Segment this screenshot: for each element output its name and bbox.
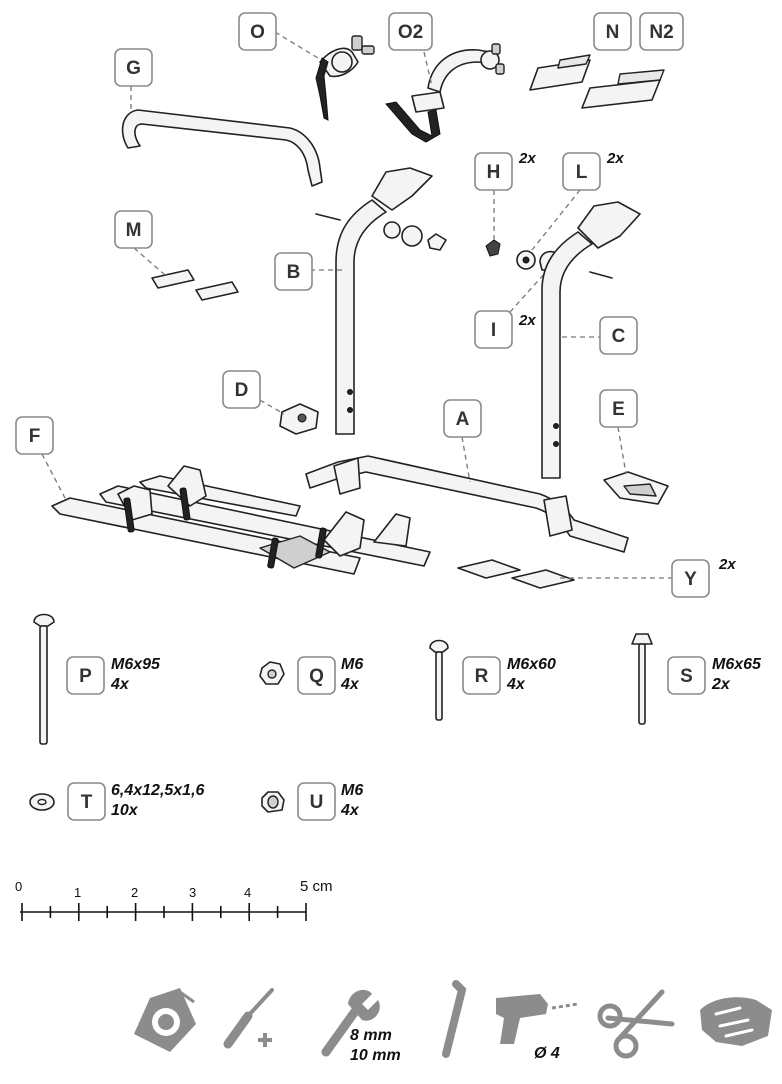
scale-tick-label-3: 3 [189,885,196,900]
wrench-icon: 8 mm 10 mm [321,989,401,1064]
label-u: U M6 4x [297,782,363,821]
svg-text:6,4x12,5x1,6: 6,4x12,5x1,6 [111,782,205,799]
svg-text:M6: M6 [341,782,363,799]
scale-bar: 0 1 2 3 4 5 cm [15,878,333,921]
label-t: T 6,4x12,5x1,6 10x [67,782,205,821]
label-d: D [222,370,261,409]
svg-text:M: M [126,220,142,241]
svg-text:L: L [576,162,588,183]
part-h [485,190,501,257]
svg-text:S: S [680,666,693,687]
svg-text:4x: 4x [340,802,360,819]
part-f [41,453,431,575]
part-m [133,247,239,301]
part-a [305,436,629,553]
svg-text:U: U [310,792,324,813]
wrench-size-10: 10 mm [350,1047,401,1064]
svg-text:R: R [475,666,489,687]
drill-bit-size: Ø 4 [534,1045,560,1062]
drill-icon: Ø 4 [496,994,579,1062]
label-i: I 2x [474,310,536,349]
svg-text:P: P [79,666,92,687]
label-p: P M6x95 4x [66,656,161,695]
label-o: O [238,12,277,51]
label-g: G [114,48,153,87]
nut-q [259,661,285,685]
label-y: Y 2x [671,556,736,598]
bolt-s [631,633,653,725]
part-c [541,201,641,479]
svg-text:O: O [250,22,265,43]
svg-text:2x: 2x [718,556,736,573]
svg-text:N2: N2 [649,22,673,43]
scale-tick-label-1: 1 [74,885,81,900]
part-e [603,426,669,505]
label-f: F [15,416,54,455]
svg-text:I: I [491,320,496,341]
svg-text:A: A [456,409,470,430]
svg-text:M6x60: M6x60 [507,656,556,673]
svg-text:B: B [287,262,301,283]
part-d [259,399,319,435]
svg-text:O2: O2 [398,22,423,43]
svg-text:2x: 2x [606,150,624,167]
screwdriver-icon [223,988,274,1049]
svg-text:2x: 2x [711,676,731,693]
svg-text:4x: 4x [506,676,526,693]
scale-end-label: 5 cm [300,878,333,895]
label-n2: N2 [639,12,684,51]
scale-tick-label-4: 4 [244,885,251,900]
svg-text:4x: 4x [110,676,130,693]
part-n [529,54,591,91]
svg-text:F: F [29,426,41,447]
label-c: C [599,316,638,355]
scale-tick-label-0: 0 [15,879,22,894]
label-h: H 2x [474,150,536,191]
part-n2 [581,69,665,109]
svg-text:D: D [235,380,249,401]
svg-text:M6x65: M6x65 [712,656,762,673]
svg-text:Y: Y [684,569,697,590]
svg-text:C: C [612,326,626,347]
label-s: S M6x65 2x [667,656,762,695]
hands-icon [700,997,772,1046]
svg-text:2x: 2x [518,312,536,329]
part-o [274,31,375,121]
bolt-r [429,639,449,721]
svg-text:Q: Q [309,666,324,687]
label-q: Q M6 4x [297,656,363,695]
bolt-p [33,613,55,745]
svg-text:G: G [126,58,141,79]
label-b: B [274,252,313,291]
label-r: R M6x60 4x [462,656,556,695]
label-l: L 2x [562,150,624,191]
nut-u [261,791,285,813]
svg-text:M6x95: M6x95 [111,656,161,673]
scissors-icon [597,989,675,1059]
svg-text:E: E [612,399,625,420]
part-b [310,167,447,435]
part-g [121,86,323,187]
label-a: A [443,399,482,438]
label-m: M [114,210,153,249]
svg-text:N: N [606,22,620,43]
svg-text:2x: 2x [518,150,536,167]
scale-tick-label-2: 2 [131,885,138,900]
part-l [516,189,581,270]
hex-key-icon [442,980,467,1058]
tape-measure-icon [134,988,196,1052]
part-o2 [385,43,505,143]
label-e: E [599,389,638,428]
part-y [457,559,672,589]
label-n: N [593,12,632,51]
svg-text:10x: 10x [111,802,139,819]
svg-text:T: T [81,792,93,813]
svg-text:M6: M6 [341,656,363,673]
svg-text:H: H [487,162,501,183]
wrench-size-8: 8 mm [350,1027,392,1044]
svg-text:4x: 4x [340,676,360,693]
washer-t [29,793,55,811]
label-o2: O2 [388,12,433,51]
